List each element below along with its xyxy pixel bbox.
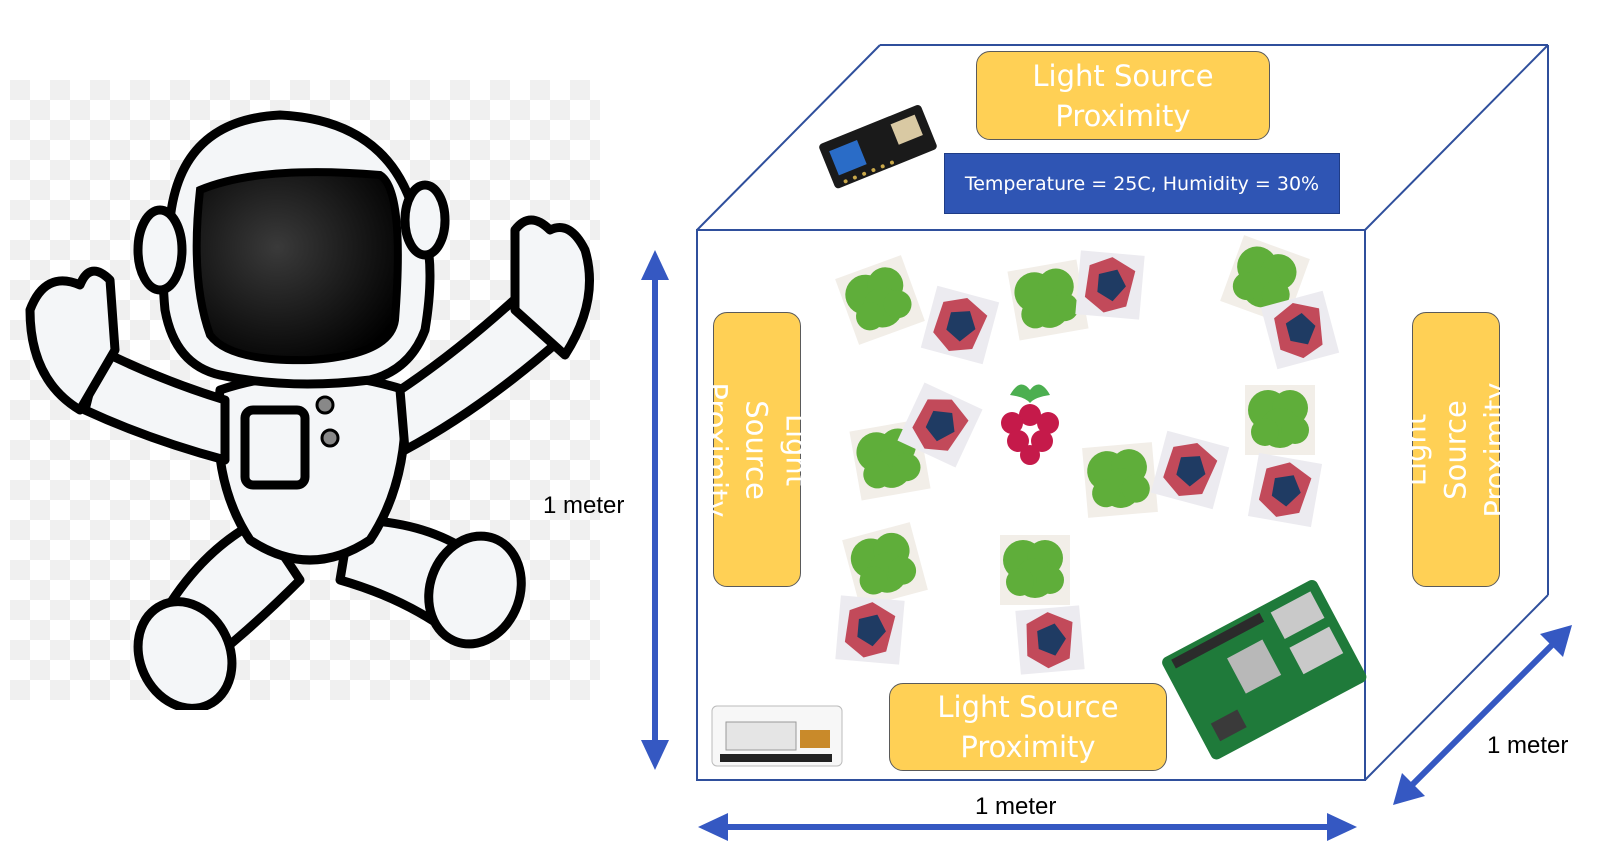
light-label-top: Light Source Proximity [976, 51, 1270, 140]
plant-pot [1015, 605, 1085, 675]
plant-pot [897, 382, 983, 468]
sensor-readout: Temperature = 25C, Humidity = 30% [944, 153, 1340, 214]
light-label-top-text: Light Source Proximity [1032, 58, 1214, 133]
display-hat [711, 705, 843, 767]
light-label-right: Light Source Proximity [1399, 312, 1513, 587]
cube-front-face [696, 229, 1366, 781]
plant-pot [1150, 430, 1230, 510]
light-label-left: Light Source Proximity [700, 312, 814, 587]
sensor-board [819, 105, 937, 189]
raspberry-pi-board [1162, 579, 1367, 760]
astronaut-illustration [10, 80, 600, 710]
width-dimension-label: 1 meter [975, 793, 1057, 820]
lettuce-plant [1007, 259, 1089, 341]
plant-pot [1075, 250, 1145, 320]
height-dimension-label: 1 meter [543, 492, 625, 519]
light-label-right-text: Light Source Proximity [1399, 381, 1513, 518]
raspberry-pi-logo [1001, 384, 1059, 465]
plant-pot [1260, 290, 1340, 370]
plant-pot [835, 595, 905, 665]
lettuce-plant [835, 255, 925, 345]
light-label-bottom-text: Light Source Proximity [937, 690, 1119, 764]
cube-edge-top-left [696, 44, 881, 231]
plant-pot [920, 285, 1000, 365]
lettuce-plant [1000, 535, 1070, 605]
depth-arrow [1407, 639, 1558, 790]
lettuce-plant [1245, 385, 1315, 455]
light-label-bottom: Light Source Proximity [889, 683, 1167, 771]
plant-pot [1247, 452, 1323, 528]
lettuce-plant [1082, 442, 1158, 518]
cube-edge-bottom-right [1364, 594, 1549, 781]
depth-dimension-label: 1 meter [1487, 732, 1569, 759]
lettuce-plant [842, 522, 928, 608]
light-label-left-text: Light Source Proximity [700, 381, 814, 518]
cube-edge-top-right [1364, 44, 1549, 231]
